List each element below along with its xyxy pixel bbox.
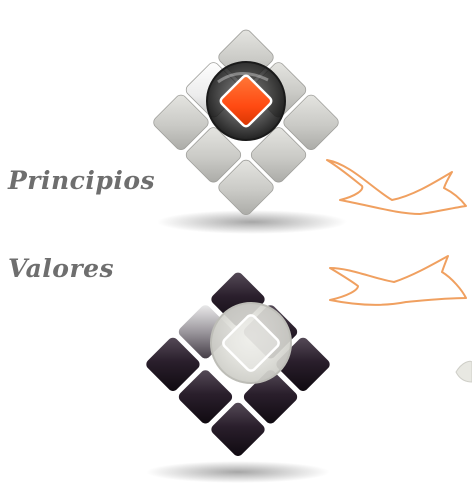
orange-outline-arrow-icon bbox=[326, 159, 467, 306]
dark-tile-cube-icon bbox=[145, 271, 331, 483]
partial-decoration-icon bbox=[455, 360, 472, 383]
principios-label: Principios bbox=[8, 166, 156, 195]
grey-tile-cube-icon bbox=[153, 29, 347, 234]
valores-label: Valores bbox=[8, 254, 115, 283]
